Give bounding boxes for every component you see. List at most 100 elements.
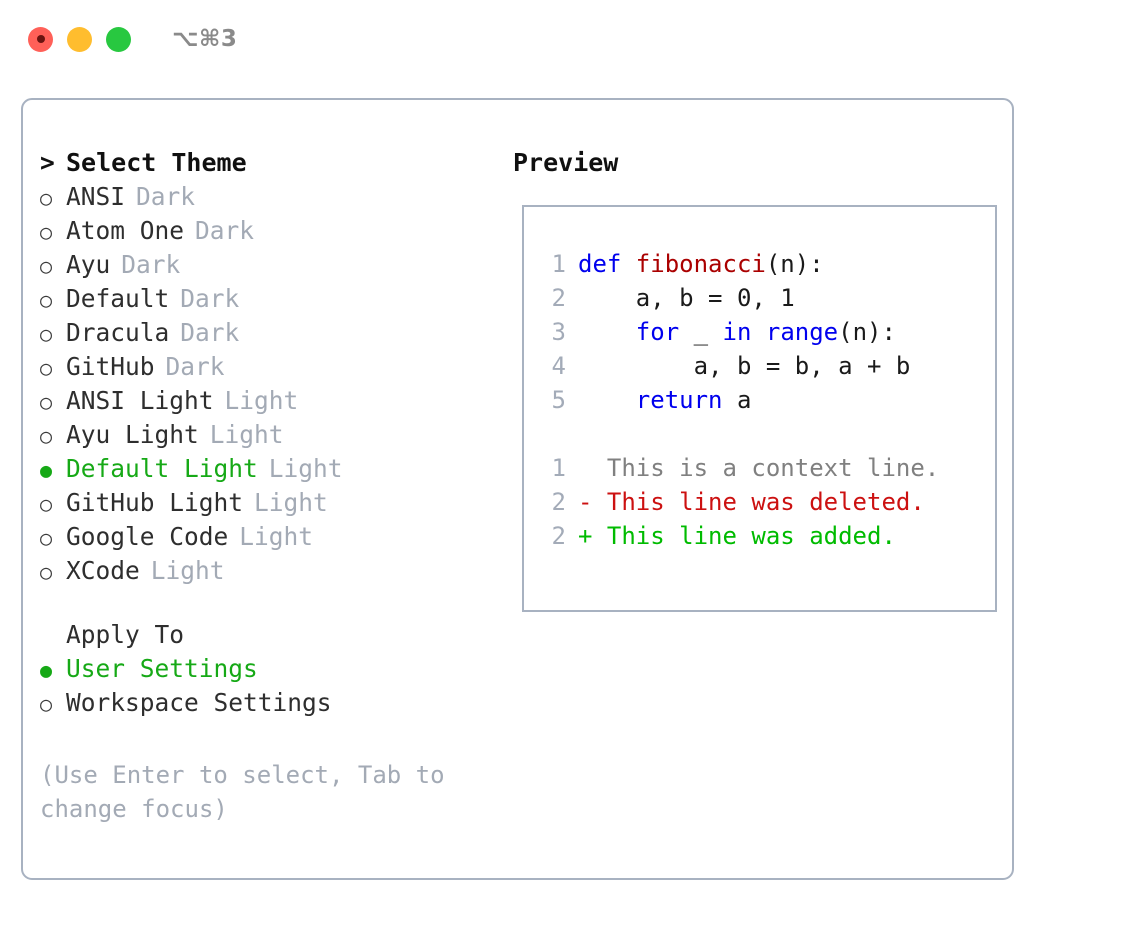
code-text: a, b = b, a + b (578, 349, 911, 383)
code-text: return a (578, 383, 752, 417)
line-number: 2 (551, 284, 566, 312)
code-text: def fibonacci(n): (578, 247, 824, 281)
code-line: 3 for _ in range(n): (532, 315, 995, 349)
select-theme-header-row: > Select Theme (40, 146, 503, 180)
diff-sign: - (578, 488, 593, 516)
prompt-caret-icon: > (40, 148, 55, 177)
window-controls (28, 26, 131, 52)
page-title: Select Theme (66, 148, 247, 177)
theme-list-item[interactable]: ● Default Light Light (40, 452, 503, 486)
code-line: 5 return a (532, 383, 995, 417)
code-token: fibonacci (635, 250, 766, 278)
theme-name-label: GitHub (66, 352, 155, 381)
apply-to-list-item[interactable]: ○ Workspace Settings (40, 686, 503, 720)
code-token: range (765, 318, 839, 346)
code-diff-spacer (532, 417, 995, 451)
radio-unselected-icon: ○ (40, 492, 53, 516)
code-line: 2 a, b = 0, 1 (532, 281, 995, 315)
radio-unselected-icon: ○ (40, 560, 53, 584)
radio-unselected-icon: ○ (40, 322, 53, 346)
preview-title: Preview (513, 148, 619, 177)
line-number: 1 (551, 250, 566, 278)
theme-variant-badge: Light (239, 522, 314, 551)
code-token: def (578, 250, 636, 278)
theme-variant-badge: Dark (195, 216, 255, 245)
diff-sign (578, 451, 592, 485)
code-token: a, b = b, a + b (578, 352, 911, 380)
radio-unselected-icon: ○ (40, 390, 53, 414)
section-spacer (40, 588, 503, 618)
code-line: 4 a, b = b, a + b (532, 349, 995, 383)
code-token (578, 318, 636, 346)
theme-list-item[interactable]: ○ Ayu Light Light (40, 418, 503, 452)
title-bar: ⌥⌘3 (0, 0, 1140, 78)
radio-selected-icon: ● (40, 458, 53, 482)
code-token: _ (679, 318, 723, 346)
theme-variant-badge: Light (268, 454, 343, 483)
apply-to-list-item[interactable]: ● User Settings (40, 652, 503, 686)
theme-variant-badge: Dark (136, 182, 196, 211)
diff-line: 1 This is a context line. (532, 451, 995, 485)
radio-unselected-icon: ○ (40, 424, 53, 448)
theme-name-label: ANSI Light (66, 386, 214, 415)
line-number: 2 (551, 488, 566, 516)
diff-text: This line was added. (592, 522, 896, 550)
code-token: a, b = 0, 1 (578, 284, 795, 312)
theme-name-label: Ayu (66, 250, 111, 279)
radio-selected-icon: ● (40, 658, 53, 682)
line-number: 1 (551, 454, 566, 482)
line-number: 4 (551, 352, 566, 380)
diff-text: This line was deleted. (592, 488, 925, 516)
theme-list-item[interactable]: ○ Default Dark (40, 282, 503, 316)
line-number: 3 (551, 318, 566, 346)
code-token: (n): (765, 250, 824, 278)
theme-variant-badge: Light (209, 420, 284, 449)
theme-variant-badge: Dark (180, 284, 240, 313)
radio-unselected-icon: ○ (40, 288, 53, 312)
diff-line: 2- This line was deleted. (532, 485, 995, 519)
theme-name-label: Ayu Light (66, 420, 199, 449)
radio-unselected-icon: ○ (40, 692, 53, 716)
theme-variant-badge: Light (150, 556, 225, 585)
code-token: for (635, 318, 680, 346)
minimize-button-icon[interactable] (67, 26, 92, 52)
hint-text: (Use Enter to select, Tab to change focu… (40, 761, 445, 823)
diff-sample: 1 This is a context line.2- This line wa… (532, 451, 995, 553)
diff-text: This is a context line. (592, 454, 940, 482)
close-button-icon[interactable] (28, 26, 53, 52)
radio-unselected-icon: ○ (40, 186, 53, 210)
code-token: in (722, 318, 752, 346)
apply-to-option-label: Workspace Settings (66, 688, 332, 717)
theme-name-label: Atom One (66, 216, 185, 245)
radio-unselected-icon: ○ (40, 254, 53, 278)
theme-list-item[interactable]: ○ Atom One Dark (40, 214, 503, 248)
close-dot-icon (36, 35, 45, 43)
code-line: 1 def fibonacci(n): (532, 247, 995, 281)
code-token: (n): (838, 318, 896, 346)
radio-unselected-icon: ○ (40, 220, 53, 244)
diff-line: 2+ This line was added. (532, 519, 995, 553)
theme-name-label: Default Light (66, 454, 258, 483)
diff-sign: + (578, 522, 593, 550)
line-number: 5 (551, 386, 566, 414)
keyboard-shortcut-label: ⌥⌘3 (172, 26, 238, 52)
radio-unselected-icon: ○ (40, 526, 53, 550)
zoom-button-icon[interactable] (106, 26, 131, 52)
apply-to-label: Apply To (66, 620, 185, 649)
theme-name-label: Default (66, 284, 170, 313)
apply-to-option-label: User Settings (66, 654, 258, 683)
